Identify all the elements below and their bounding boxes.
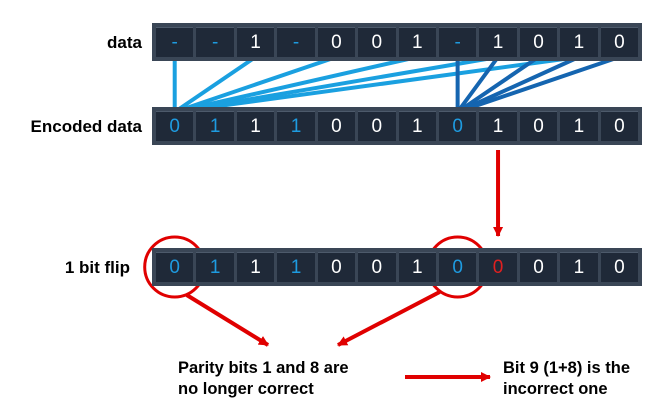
- parity-line-5-to-1: [172, 55, 339, 114]
- encoded-bit-6: 0: [358, 111, 396, 141]
- encoded-bit-9: 1: [479, 111, 517, 141]
- flip-bit-4: 1: [277, 252, 315, 282]
- flip-bit-3: 1: [236, 252, 275, 282]
- parity-note-line-1: Parity bits 1 and 8 are: [178, 359, 349, 377]
- flip-bit-1: 0: [156, 252, 194, 282]
- parity-line-11-to-8: [455, 55, 581, 114]
- result-note-line-2: incorrect one: [503, 380, 608, 398]
- flip-bit-12: 0: [600, 252, 639, 282]
- flip-bit-11: 1: [560, 252, 598, 282]
- encoded-bit-3: 1: [236, 111, 275, 141]
- parity-line-11-to-1: [172, 55, 581, 114]
- flip-bit-10: 0: [519, 252, 558, 282]
- parity-line-12-to-8: [455, 55, 622, 114]
- data-bit-10: 0: [519, 27, 558, 57]
- data-bit-2: -: [196, 27, 234, 57]
- flip-bit-9: 0: [479, 252, 517, 282]
- encoded-bit-7: 1: [398, 111, 436, 141]
- parity-line-7-to-1: [172, 55, 420, 114]
- data-bit-11: 1: [560, 27, 598, 57]
- data-bit-1: -: [156, 27, 194, 57]
- row-label-flip: 1 bit flip: [64, 258, 130, 277]
- data-bit-9: 1: [479, 27, 517, 57]
- encoded-bit-5: 0: [317, 111, 356, 141]
- flip-bit-8: 0: [438, 252, 477, 282]
- data-bit-3: 1: [236, 27, 275, 57]
- data-bit-8: -: [438, 27, 477, 57]
- encoded-bit-11: 1: [560, 111, 598, 141]
- parity-line-9-to-8: [455, 55, 501, 114]
- parity-note: Parity bits 1 and 8 are no longer correc…: [178, 358, 349, 400]
- result-note: Bit 9 (1+8) is the incorrect one: [503, 358, 630, 400]
- data-bit-7: 1: [398, 27, 436, 57]
- data-bit-5: 0: [317, 27, 356, 57]
- data-bit-6: 0: [358, 27, 396, 57]
- encoded-bit-10: 0: [519, 111, 558, 141]
- parity-note-line-2: no longer correct: [178, 380, 314, 398]
- result-note-line-1: Bit 9 (1+8) is the: [503, 359, 630, 377]
- arrow-circle-1-to-note: [185, 293, 270, 347]
- parity-line-10-to-8: [455, 55, 541, 114]
- encoded-bit-2: 1: [196, 111, 234, 141]
- flip-bit-6: 0: [358, 252, 396, 282]
- encoded-bit-12: 0: [600, 111, 639, 141]
- flip-bit-7: 1: [398, 252, 436, 282]
- data-bit-12: 0: [600, 27, 639, 57]
- row-label-data: data: [107, 33, 142, 52]
- flip-bit-2: 1: [196, 252, 234, 282]
- encoded-bit-4: 1: [277, 111, 315, 141]
- parity-connection-lines: [172, 55, 622, 114]
- error-indicators: [143, 150, 504, 382]
- encoded-bit-8: 0: [438, 111, 477, 141]
- row-label-encoded: Encoded data: [30, 117, 142, 136]
- data-bit-4: -: [277, 27, 315, 57]
- arrow-circle-8-to-note: [337, 290, 441, 347]
- flip-bit-5: 0: [317, 252, 356, 282]
- parity-line-3-to-1: [172, 55, 258, 114]
- encoded-bit-1: 0: [156, 111, 194, 141]
